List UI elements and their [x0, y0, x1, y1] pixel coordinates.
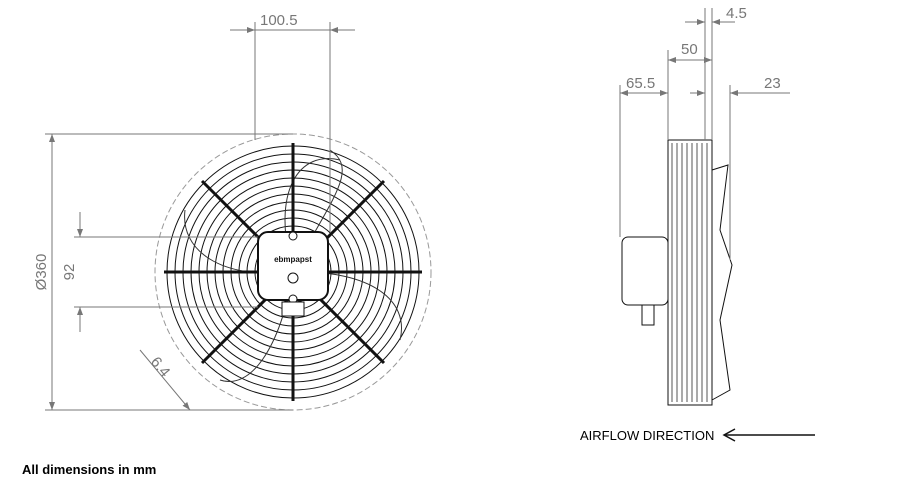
front-dimension-lines	[45, 22, 355, 411]
cable-gland	[281, 301, 305, 317]
dim-box-height: 92	[61, 264, 78, 281]
side-cable-gland	[641, 304, 655, 326]
side-dimension-lines	[619, 8, 790, 260]
front-view: ebmpapst	[154, 133, 432, 411]
indicator-circle	[287, 272, 299, 284]
motor-box	[621, 236, 669, 306]
dim-front-offset: 4.5	[726, 5, 747, 22]
blade-profile	[711, 164, 733, 401]
side-view	[621, 139, 733, 406]
dim-mount-hole: 6.4	[147, 354, 173, 381]
airflow-label: AIRFLOW DIRECTION	[580, 428, 715, 443]
dim-depth: 50	[681, 41, 698, 58]
screw-icon	[288, 231, 298, 241]
dim-diameter: Ø360	[33, 254, 50, 291]
dim-hub-protrusion: 23	[764, 75, 781, 92]
brand-logo: ebmpapst	[274, 255, 312, 264]
terminal-box	[257, 231, 329, 301]
dim-box-offset: 100.5	[260, 12, 298, 29]
dim-motor-depth: 65.5	[626, 75, 655, 92]
airflow-arrowhead-icon	[722, 428, 736, 442]
